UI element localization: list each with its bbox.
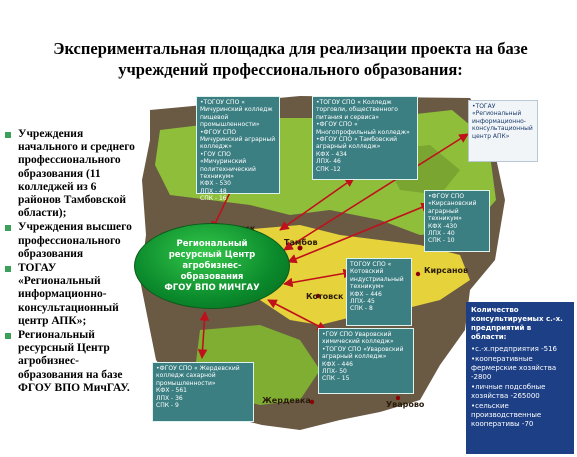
info-box-apk: •ТОГАУ «Региональный информационно-консу… <box>468 100 538 162</box>
arrow-kirsanov <box>287 202 431 264</box>
bullet-list: Учреждения начального и среднего професс… <box>4 128 138 396</box>
city-label-kotovsk: Котовск <box>306 292 344 301</box>
page-title: Экспериментальная площадка для реализаци… <box>53 39 528 79</box>
info-box-tambov: •ТОГОУ СПО « Колледж торговли, обществен… <box>312 96 418 180</box>
stats-item: •сельские производственные кооперативы -… <box>471 402 542 428</box>
stats-panel: Количество консультируемых с.-х. предпри… <box>466 302 574 454</box>
city-marker-kirsanov <box>415 271 421 277</box>
stats-item: •кооперативные фермерские хозяйства -280… <box>471 355 557 381</box>
bullet-marker <box>5 132 11 138</box>
stats-heading: Количество консультируемых с.-х. предпри… <box>471 306 563 341</box>
stats-item: •личные подсобные хозяйства -265000 <box>471 383 546 400</box>
resource-center-ellipse: Региональный ресурсный Центр агробизнес-… <box>134 223 290 309</box>
bullet-marker <box>5 266 11 273</box>
city-label-uvarovo: Уварово <box>386 400 425 409</box>
arrow-uvarovo <box>267 299 327 331</box>
bullet-item: Региональный ресурсный Центр агробизнес-… <box>4 329 138 395</box>
bullet-text: Учреждения высшего профессионального обр… <box>18 221 132 260</box>
info-box-michurinsk: •ТОГОУ СПО « Мичуринский колледж пищевой… <box>196 96 280 202</box>
city-marker-uvarovo <box>395 395 401 401</box>
info-box-uvarovo: •ГОУ СПО Уваровский химический колледж» … <box>318 328 414 394</box>
city-marker-zherdevka <box>309 399 315 405</box>
bullet-marker <box>5 333 11 340</box>
stats-item: •с.-х.предприятия -516 <box>471 345 557 353</box>
bullet-item: ТОГАУ «Региональный информационно-консул… <box>4 262 138 328</box>
bullet-marker <box>5 225 11 232</box>
bullet-text: Региональный ресурсный Центр агробизнес-… <box>18 329 130 394</box>
bullet-item: Учреждения начального и среднего професс… <box>4 128 138 220</box>
bullet-text: Учреждения начального и среднего професс… <box>18 128 135 220</box>
bullet-text: ТОГАУ «Региональный информационно-консул… <box>18 262 119 327</box>
info-box-kirsanov: •ФГОУ СПО «Кирсановский аграрный технику… <box>424 190 490 252</box>
city-label-tambov: Тамбов <box>284 238 318 247</box>
info-box-kotovsk: ТОГОУ СПО « Котовский индустриальный тех… <box>346 258 412 326</box>
info-box-zherdevka: •ФГОУ СПО « Жердевский колледж сахарной … <box>152 362 254 422</box>
bullet-item: Учреждения высшего профессионального обр… <box>4 221 138 261</box>
city-marker-kotovsk <box>315 293 321 299</box>
arrow-kotovsk <box>283 268 353 288</box>
city-label-kirsanov: Кирсанов <box>424 266 469 275</box>
city-label-zherdevka: Жердевка <box>262 396 311 405</box>
arrow-zherdevka <box>197 311 210 359</box>
